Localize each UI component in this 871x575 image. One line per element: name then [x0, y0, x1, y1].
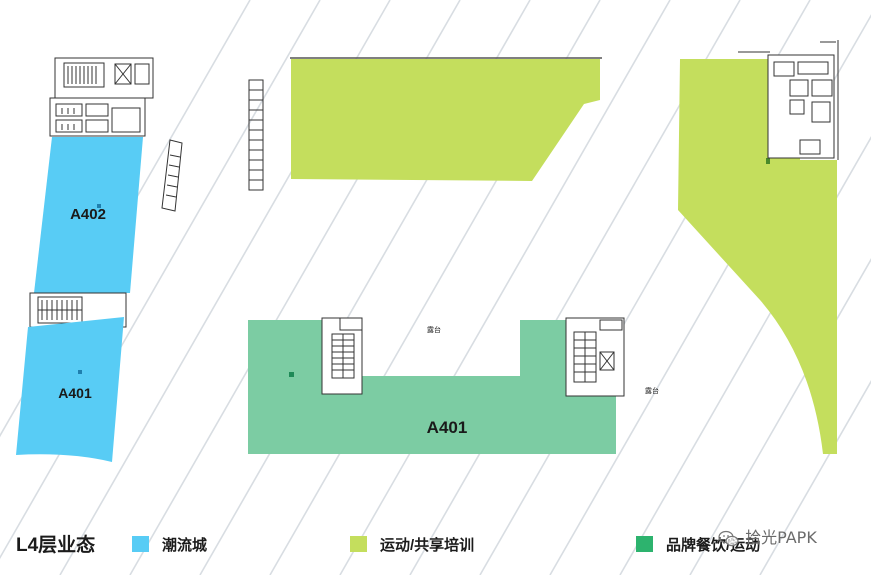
legend-item-sports-sharing: 运动/共享培训	[350, 534, 550, 554]
watermark-text: 拾光PAPK	[745, 528, 817, 547]
wechat-icon	[718, 530, 739, 546]
a401-center-marker	[289, 372, 294, 377]
unit-label-a402-left: A402	[70, 206, 106, 223]
legend-swatch-sports-sharing	[350, 536, 367, 552]
zone-sports-center-top	[291, 59, 600, 181]
legend-swatch-trend-city	[132, 536, 149, 552]
legend-title: L4层业态	[16, 535, 96, 556]
watermark: 拾光PAPK	[718, 524, 817, 550]
left-slanted-stair	[161, 139, 183, 212]
legend-label-trend-city: 潮流城	[162, 537, 208, 554]
a401-left-marker	[78, 370, 82, 374]
left-top-core	[49, 57, 154, 137]
center-left-core	[321, 317, 363, 395]
right-zone-marker	[766, 158, 770, 164]
legend-swatch-brand-dining	[636, 536, 653, 552]
center-right-core	[565, 317, 625, 397]
zone-a401-center	[248, 320, 616, 454]
legend-label-sports-sharing: 运动/共享培训	[380, 537, 475, 554]
center-vertical-stair	[248, 79, 264, 191]
terrace-label-2: 露台	[645, 386, 659, 395]
unit-label-a401-left: A401	[58, 385, 92, 401]
a402-marker	[97, 204, 101, 208]
legend-item-trend-city: 潮流城	[132, 534, 282, 554]
unit-label-a401-center: A401	[427, 418, 468, 437]
zone-a401-left	[16, 317, 124, 462]
right-top-core	[738, 41, 836, 159]
terrace-label-1: 露台	[427, 325, 441, 334]
zone-a402	[34, 137, 143, 293]
